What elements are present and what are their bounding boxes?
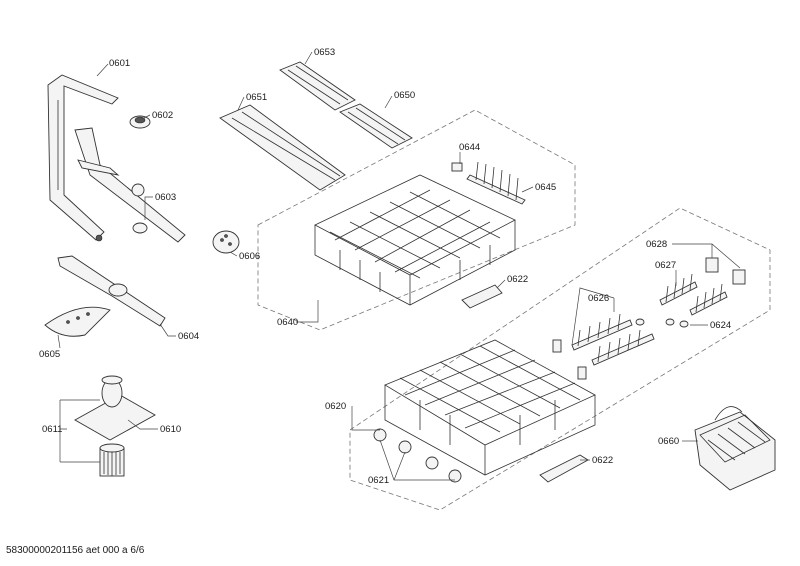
water-supply-pipe (47, 74, 119, 242)
cutlery-basket-0660 (694, 406, 776, 491)
label-0622-upper: 0622 (507, 274, 528, 285)
label-0645: 0645 (535, 182, 556, 193)
lower-basket-0620 (384, 339, 596, 476)
label-0640: 0640 (277, 317, 298, 328)
label-0628: 0628 (646, 239, 667, 250)
label-0605: 0605 (39, 349, 60, 360)
lower-spray-arm-0604 (57, 255, 166, 327)
tine-row-0626 (571, 313, 655, 366)
label-0621: 0621 (368, 475, 389, 486)
label-0660: 0660 (658, 436, 679, 447)
clip-0644 (451, 162, 463, 172)
leader-0602 (141, 114, 151, 120)
handle-0622-upper (461, 284, 503, 309)
upper-basket-group-outline (257, 109, 576, 331)
label-0644: 0644 (459, 142, 480, 153)
leader-0620 (351, 406, 380, 431)
rack-tines-0645 (466, 161, 526, 205)
nozzle-disc-0606 (212, 230, 240, 254)
cutlery-tray-0651 (219, 104, 346, 191)
clips-0624 (635, 318, 689, 328)
leader-0603 (144, 196, 153, 220)
upper-basket-0640 (314, 174, 516, 306)
label-0650: 0650 (394, 90, 415, 101)
leader-0605 (57, 334, 61, 349)
hinges-0628 (552, 257, 746, 380)
leader-0610 (127, 419, 158, 430)
label-0651: 0651 (246, 92, 267, 103)
rail-0650 (339, 103, 413, 149)
filter-plate-0610 (74, 375, 156, 441)
label-0601: 0601 (109, 58, 130, 69)
leader-0611 (59, 399, 100, 463)
label-0611: 0611 (42, 424, 62, 435)
label-0620: 0620 (325, 401, 346, 412)
label-0603: 0603 (155, 192, 176, 203)
leader-0622a (496, 279, 506, 289)
leader-0628 (672, 243, 741, 269)
rail-0653 (279, 61, 356, 111)
upper-spray-arm-0603 (74, 127, 186, 243)
leader-0650 (384, 95, 393, 109)
label-0624: 0624 (710, 320, 731, 331)
filter-cover-0605 (44, 306, 111, 337)
leader-0621 (379, 439, 455, 481)
label-0626: 0626 (588, 293, 609, 304)
spray-nozzle-0602 (129, 115, 151, 129)
label-0653: 0653 (314, 47, 335, 58)
leader-0651 (237, 96, 245, 111)
handle-0622-lower (539, 454, 589, 483)
label-0602: 0602 (152, 110, 173, 121)
leader-0645 (521, 186, 534, 193)
leader-0604 (159, 323, 176, 337)
leader-0653 (304, 51, 313, 65)
tine-row-0627 (659, 273, 728, 316)
label-0627: 0627 (655, 260, 676, 271)
label-0622-lower: 0622 (592, 455, 613, 466)
micro-filter-0611 (99, 443, 125, 477)
wheels-0621 (373, 428, 462, 483)
leader-0640 (296, 300, 319, 323)
document-reference-footer: 58300000201156 aet 000 a 6/6 (6, 545, 145, 556)
leader-0626 (571, 287, 615, 346)
leader-0601 (96, 63, 109, 77)
label-0610: 0610 (160, 424, 181, 435)
label-0604: 0604 (178, 331, 199, 342)
label-0606: 0606 (239, 251, 260, 262)
leader-0606 (229, 251, 238, 257)
